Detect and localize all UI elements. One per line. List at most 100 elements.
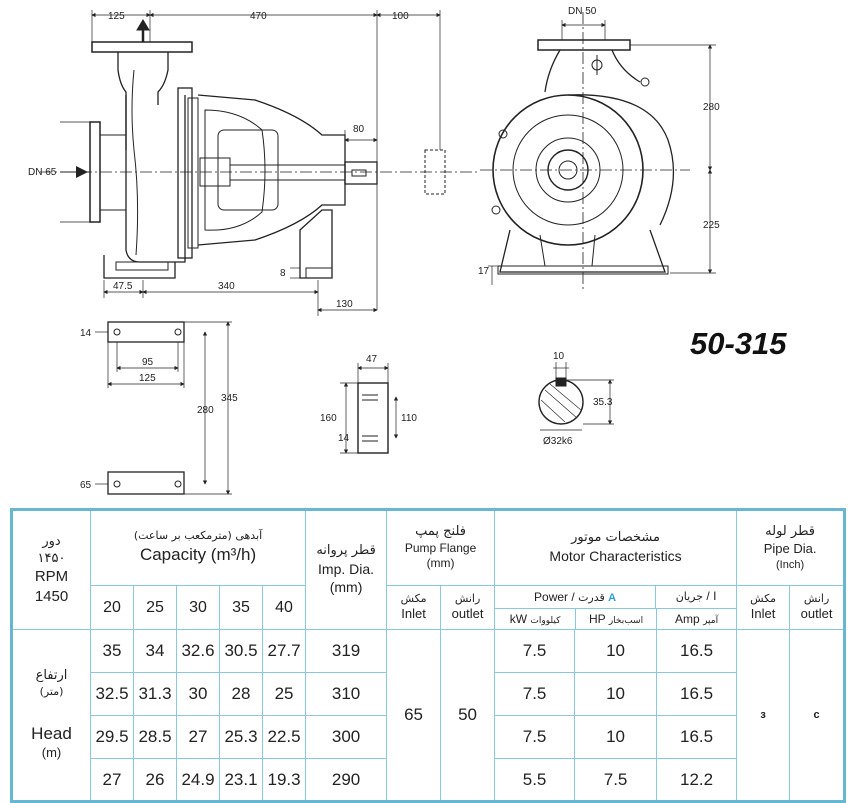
amp-label: Amp آمپر [657, 612, 736, 626]
dim-base-14: 14 [80, 328, 92, 339]
head-header: ارتفاع (متر) Head (m) [11, 629, 91, 802]
pipe-en-label: Pipe Dia. [763, 540, 817, 556]
imp-value: 290 [305, 758, 388, 802]
imp-header: قطر پروانه Imp. Dia. (mm) [305, 509, 388, 630]
capacity-en-label: Capacity (m³/h) [139, 545, 257, 565]
amp-fa: آمپر [703, 616, 719, 626]
current-fa: جریان [675, 590, 704, 604]
dim-base-280: 280 [197, 405, 214, 416]
head-en-label: Head [31, 724, 72, 744]
head-value: 27 [176, 715, 220, 759]
dim-100: 100 [392, 11, 409, 22]
head-value: 27.7 [261, 629, 307, 673]
flange-outlet-en: outlet [451, 606, 484, 622]
dim-47-5: 47.5 [113, 281, 133, 292]
table-row: 29.5 28.5 27 25.3 22.5 300 7.5 10 16.5 [12, 715, 845, 759]
dim-foot-14: 14 [338, 433, 350, 444]
hp-value: 10 [574, 672, 658, 716]
hp-label: HP اسب‌بخار [576, 609, 658, 629]
head-value: 30.5 [219, 629, 263, 673]
hp-fa: اسب‌بخار [608, 616, 644, 626]
head-value: 28 [219, 672, 263, 716]
imp-value: 319 [305, 629, 388, 673]
kw-value: 7.5 [494, 672, 576, 716]
head-value: 26 [133, 758, 177, 802]
current-en: I [713, 589, 717, 604]
dim-dn-outlet: DN 50 [568, 6, 597, 17]
head-value: 22.5 [261, 715, 307, 759]
head-fa-unit: (متر) [39, 684, 64, 698]
hp-value: 7.5 [574, 758, 658, 802]
flange-inlet-value: 65 [386, 629, 442, 802]
head-value: 34 [133, 629, 177, 673]
motor-subheader: Power / قدرت A جریان / I kW کیلووات HP [494, 585, 738, 630]
dim-8: 8 [280, 268, 286, 279]
dim-225: 225 [703, 220, 720, 231]
head-value: 25.3 [219, 715, 263, 759]
flange-outlet-header: رانش outlet [440, 585, 496, 630]
capacity-40: 40 [261, 585, 307, 630]
capacity-20: 20 [90, 585, 134, 630]
pipe-inlet-fa: مکش [750, 591, 777, 605]
dim-foot-160: 160 [320, 413, 337, 424]
head-value: 29.5 [90, 715, 134, 759]
shaft-section-view [538, 377, 584, 425]
head-value: 24.9 [176, 758, 220, 802]
head-en-unit: (m) [41, 745, 62, 761]
head-value: 32.5 [90, 672, 134, 716]
flange-inlet-en: Inlet [401, 606, 426, 622]
pipe-header: قطر لوله Pipe Dia. (Inch) [736, 509, 846, 586]
hp-value: 10 [574, 715, 658, 759]
imp-en-label: Imp. Dia. [318, 561, 375, 578]
dim-base-65: 65 [80, 480, 92, 491]
imp-unit-label: (mm) [329, 579, 363, 596]
pipe-inlet-en: Inlet [750, 606, 776, 622]
dim-17: 17 [478, 266, 490, 277]
pump-technical-drawing: 125 470 100 DN 65 DN 50 80 8 47.5 340 13… [28, 6, 720, 495]
pipe-outlet-en: outlet [800, 606, 833, 622]
flange-fa-label: فلنج پمپ [415, 523, 466, 539]
capacity-header: آبدهی (مترمکعب بر ساعت) Capacity (m³/h) [89, 509, 307, 586]
imp-fa-label: قطر پروانه [316, 543, 376, 559]
flange-inlet-header: مکش Inlet [386, 585, 442, 630]
capacity-35: 35 [219, 585, 263, 630]
dim-80: 80 [353, 124, 365, 135]
pipe-inlet-value: з [736, 629, 791, 802]
pipe-unit-label: (Inch) [776, 558, 805, 571]
motor-fa-label: مشخصات موتور [571, 530, 660, 546]
kw-fa: کیلووات [530, 616, 561, 626]
flange-outlet-fa: رانش [454, 591, 481, 605]
imp-value: 310 [305, 672, 388, 716]
dim-foot-47: 47 [366, 354, 378, 365]
head-value: 32.6 [176, 629, 220, 673]
dim-dn-inlet: DN 65 [28, 167, 57, 178]
motor-en-label: Motor Characteristics [549, 548, 682, 565]
dim-470: 470 [250, 11, 267, 22]
power-label: Power / قدرت A [496, 586, 657, 608]
current-label: جریان / I [656, 589, 736, 604]
spec-table: دور ۱۴۵۰ RPM 1450 آبدهی (مترمکعب بر ساعت… [10, 508, 847, 803]
capacity-fa-label: آبدهی (مترمکعب بر ساعت) [133, 528, 263, 542]
pump-side-view [40, 19, 480, 279]
dim-130: 130 [336, 299, 353, 310]
hp-value: 10 [574, 629, 658, 673]
imp-value: 300 [305, 715, 388, 759]
dim-340: 340 [218, 281, 235, 292]
dim-280-front: 280 [703, 102, 720, 113]
head-value: 31.3 [133, 672, 177, 716]
flange-inlet-fa: مکش [400, 591, 427, 605]
head-value: 27 [90, 758, 134, 802]
power-sep: / [571, 590, 575, 604]
rpm-fa-label: دور [42, 533, 61, 549]
head-value: 28.5 [133, 715, 177, 759]
power-en: Power [534, 590, 569, 604]
rpm-en-value: 1450 [34, 587, 69, 605]
dim-125: 125 [108, 11, 125, 22]
power-fa: قدرت [578, 591, 605, 604]
flange-unit-label: (mm) [426, 556, 455, 571]
power-mark: A [608, 592, 617, 604]
head-value: 30 [176, 672, 220, 716]
amp-value: 12.2 [656, 758, 738, 802]
foot-detail-view [357, 382, 389, 454]
motor-header: مشخصات موتور Motor Characteristics [494, 509, 738, 586]
